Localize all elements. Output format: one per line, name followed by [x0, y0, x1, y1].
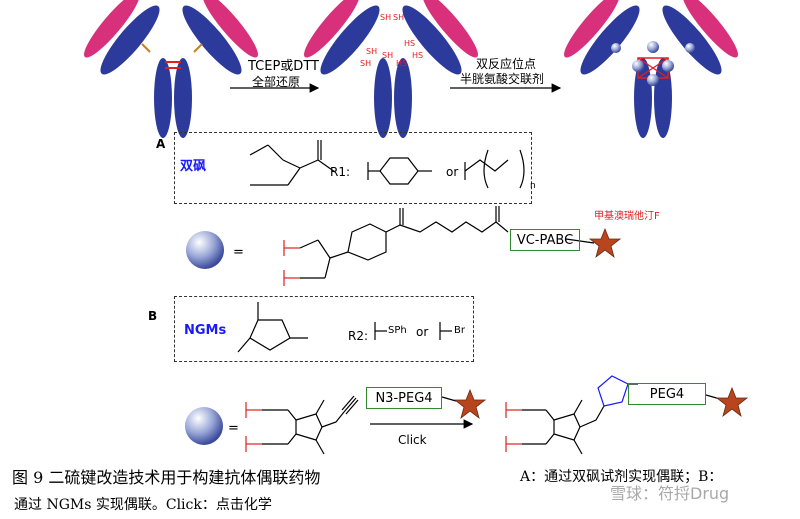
antibody-reduced: [304, 0, 478, 138]
linker-structure-a: [283, 206, 509, 286]
antibody-intact: [84, 0, 258, 138]
crosslink-line1: 双反应位点: [476, 57, 537, 71]
section-a-letter: A: [156, 137, 166, 151]
n-subscript: n: [530, 181, 536, 191]
watermark-text: 雪球：符捋Drug: [610, 484, 730, 503]
antibody-rebridged: [564, 0, 738, 138]
reduction-reagent-label: TCEP或DTT: [248, 59, 319, 74]
n3-peg4-box: N3-PEG4: [366, 387, 442, 409]
section-a-box: [174, 132, 532, 204]
linker-sphere: [611, 43, 621, 53]
linker-sphere: [662, 60, 674, 72]
sh-label: SH: [393, 13, 405, 22]
light-chain-right: [202, 0, 258, 58]
fc-left: [154, 58, 172, 138]
click-label: Click: [398, 433, 427, 447]
vc-pabc-box: VC-PABC: [510, 229, 580, 251]
sh-label: SH: [380, 13, 392, 22]
r1-label: R1:: [330, 165, 351, 179]
maleimide-structure: [237, 302, 308, 353]
payload-star-b1: [453, 388, 487, 420]
interchain-disulfide-right: [193, 43, 203, 53]
section-b-box: [174, 296, 474, 362]
fc-right: [174, 58, 192, 138]
reduction-description: 全部还原: [252, 75, 301, 89]
ngms-name: NGMs: [184, 323, 227, 338]
linker-sphere: [647, 41, 659, 53]
figure-caption-part-a: A：通过双砜试剂实现偶联；B：: [520, 469, 723, 485]
hs-label: HS: [404, 39, 416, 48]
equals-b: =: [228, 421, 239, 436]
linker-sphere: [632, 60, 644, 72]
heavy-chain-arm-right: [182, 5, 242, 75]
interchain-disulfide-left: [141, 43, 151, 53]
bis-sulfone-name: 双砜: [180, 159, 207, 174]
hs-label: HS: [396, 59, 408, 68]
bis-sulfone-structure: [249, 140, 336, 186]
maleimide-linker-b: [245, 395, 359, 455]
or-label-a: or: [446, 165, 459, 179]
mmaf-label: 甲基澳瑞他汀F: [594, 211, 660, 222]
equals-a: =: [233, 245, 244, 260]
peg4-product-box: PEG4: [628, 383, 706, 405]
payload-sphere-b: [185, 407, 223, 445]
linker-sphere: [647, 74, 659, 86]
crosslink-line2: 半胱氨酸交联剂: [460, 72, 545, 86]
linker-sphere: [685, 43, 695, 53]
tolyl-group: [367, 157, 432, 185]
sh-label: SH: [366, 47, 378, 56]
payload-star-b2: [715, 386, 749, 418]
heavy-chain-arm-left: [100, 5, 160, 75]
r2-bracket-groups: [374, 322, 452, 340]
sh-label: SH: [382, 51, 394, 60]
figure-caption-line2: 通过 NGMs 实现偶联。Click：点击化学: [14, 497, 272, 513]
figure-caption-title: 图 9 二硫键改造技术用于构建抗体偶联药物: [12, 468, 321, 487]
triazole-product: [505, 375, 638, 455]
sh-label: SH: [360, 59, 372, 68]
hs-label: HS: [412, 51, 424, 60]
payload-sphere-a: [186, 231, 224, 269]
payload-star-a: [588, 227, 622, 259]
or-label-b: or: [416, 325, 429, 339]
sph-label: SPh: [388, 325, 407, 336]
br-label: Br: [454, 325, 465, 336]
section-b-letter: B: [148, 309, 158, 323]
r2-label: R2:: [348, 329, 369, 343]
peg-group: [464, 149, 525, 189]
light-chain-left: [84, 0, 140, 58]
